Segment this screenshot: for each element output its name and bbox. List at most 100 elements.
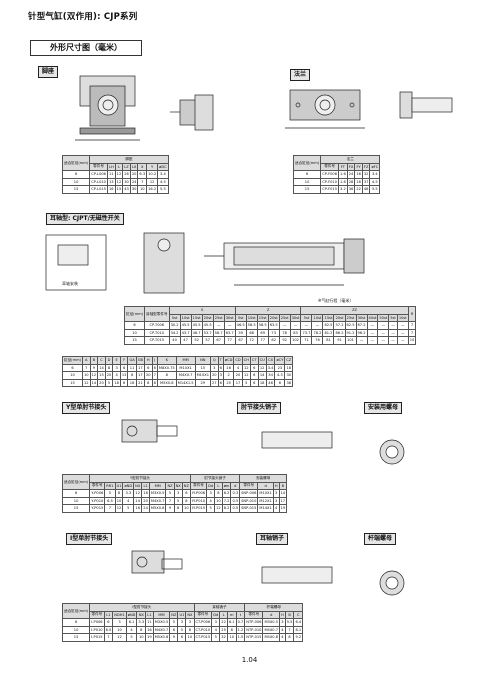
table-cell: 48.7 xyxy=(190,328,203,337)
table-cell: 24 xyxy=(346,170,356,179)
table-cell: 6.5 xyxy=(103,625,114,634)
header-cell: H xyxy=(144,356,153,365)
table-cell: M14X1.5 xyxy=(175,378,196,387)
foot-h5: LX xyxy=(129,162,139,171)
flange-group: 法兰 xyxy=(320,155,381,164)
table-cell: 8 xyxy=(284,633,295,642)
stroke-col-a: 缸径(mm) xyxy=(124,306,145,322)
table-cell: 6.1 xyxy=(125,618,138,627)
stroke-note: ※气缸行程（毫米） xyxy=(318,298,354,303)
table-cell: 12 xyxy=(89,371,99,380)
table-cell: 18 xyxy=(257,378,267,387)
stroke-cell: 15st xyxy=(322,313,335,322)
stroke-cell: 25st xyxy=(344,313,357,322)
table-cell: 10 xyxy=(407,336,417,345)
table-cell: 3 xyxy=(185,618,195,627)
table-cell: 12 xyxy=(114,170,124,179)
table-cell: 77 xyxy=(223,336,236,345)
table-cell: — xyxy=(278,321,291,330)
header-cell: øND xyxy=(125,610,138,619)
table-cell: 7 xyxy=(82,363,91,372)
table-cell: 30 xyxy=(122,177,131,186)
table-cell: 10 xyxy=(137,185,148,194)
stroke-col-b: 耳轴型零件号 xyxy=(144,306,170,322)
table-cell: 10 xyxy=(226,633,237,642)
ear-label: 耳轴型: CJPT/无磁性开关 xyxy=(46,213,124,225)
table-cell: Y-P010 xyxy=(89,496,106,505)
table-cell: 10 xyxy=(181,504,191,513)
table-cell: 14 xyxy=(133,496,143,505)
stroke-group-z: Z xyxy=(234,306,302,315)
table-cell: 12 xyxy=(241,363,251,372)
table-cell: 7 xyxy=(137,177,148,186)
foot-h8: øDC xyxy=(157,162,169,171)
table-cell: 15 xyxy=(194,363,212,372)
table-cell: 20 xyxy=(210,371,219,380)
table-cell: CP-F015 xyxy=(320,185,340,194)
table-cell: 57 xyxy=(201,336,214,345)
table-cell: 96.2 xyxy=(355,328,368,337)
table-cell: — xyxy=(355,336,368,345)
stroke-cell: 25st xyxy=(212,313,225,322)
header-cell: 缸径(mm) xyxy=(62,356,83,365)
table-cell: 17 xyxy=(278,496,288,505)
table-cell: 12 xyxy=(82,378,91,387)
header-cell: øCD xyxy=(222,356,235,365)
table-cell: 91 xyxy=(333,336,346,345)
table-cell: 38 xyxy=(284,378,294,387)
header-cell: 零件号 xyxy=(193,610,213,619)
table-cell: 4.5 xyxy=(157,177,169,186)
table-cell: 15 xyxy=(124,336,145,345)
table-cell: — xyxy=(366,328,379,337)
y-group-2: 安装螺母 xyxy=(239,474,288,483)
table-cell: 45.5 xyxy=(179,321,192,330)
table-cell: 53.7 xyxy=(201,328,214,337)
header-cell: 零件号 xyxy=(244,610,264,619)
table-cell: 15 xyxy=(292,185,322,194)
page-title: 针型气缸(双作用): CJP系列 xyxy=(28,12,138,22)
header-cell: 零件号 xyxy=(89,481,106,490)
table-cell: 6 xyxy=(249,371,259,380)
table-cell: I-P010 xyxy=(89,625,105,634)
flange-h3: FX xyxy=(346,162,356,171)
table-cell: 0.7 xyxy=(235,618,246,627)
table-cell: M5X0.8 xyxy=(262,633,281,642)
stroke-cell: 30st xyxy=(289,313,302,322)
table-cell: 0.5 xyxy=(230,504,241,513)
table-cell: 58.7 xyxy=(212,328,225,337)
table-cell: M3X0.5 xyxy=(148,489,167,498)
flange-h4: FY xyxy=(354,162,363,171)
table-cell: — xyxy=(377,328,390,337)
i-group-2: 杆端螺母 xyxy=(244,603,304,612)
table-cell: 34 xyxy=(265,371,276,380)
stroke-cell: 5st xyxy=(300,313,313,322)
table-cell: M4X0.7 xyxy=(148,496,167,505)
table-cell: 6 xyxy=(103,618,114,627)
table-cell: 20 xyxy=(97,378,106,387)
header-cell: E xyxy=(112,356,121,365)
header-cell: NN xyxy=(194,356,212,365)
table-cell: M5X0.8 xyxy=(152,633,171,642)
table-cell: — xyxy=(212,321,225,330)
header-cell: L1 xyxy=(103,610,114,619)
table-cell: Y-P015 xyxy=(89,504,106,513)
i-group-0: I型肘节接头 xyxy=(89,603,195,612)
table-cell: 5 xyxy=(122,504,135,513)
table-cell: M10X1 xyxy=(175,363,196,372)
y-joint-label: Y型单肘节接头 xyxy=(62,402,111,414)
table-cell: 26 xyxy=(122,170,131,179)
table-cell: 43.7 xyxy=(179,328,192,337)
table-cell: 8 xyxy=(104,363,114,372)
table-cell: 32 xyxy=(361,170,371,179)
table-cell: 19 xyxy=(278,504,288,513)
header-cell: t xyxy=(235,610,246,619)
table-cell: 12 xyxy=(112,633,127,642)
header-cell: B xyxy=(278,481,288,490)
